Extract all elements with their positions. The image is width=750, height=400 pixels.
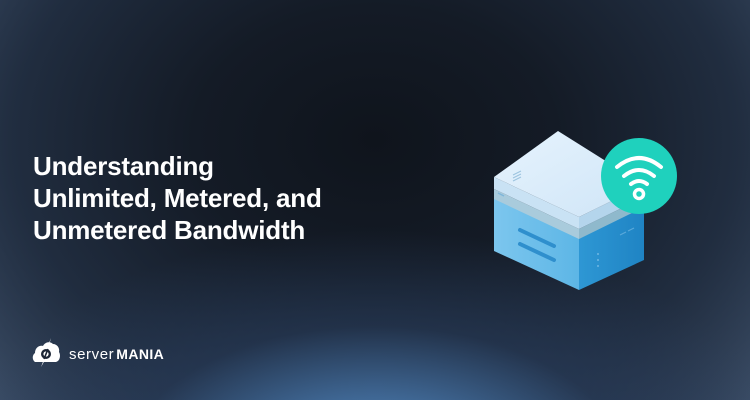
title-line-2: Unlimited, Metered, and [33, 183, 322, 213]
logo-mania-text: MANIA [116, 346, 165, 362]
servermania-logo[interactable]: server MANIA [31, 336, 164, 373]
title-line-1: Understanding [33, 151, 214, 181]
logo-server-text: server [69, 346, 115, 363]
server-wifi-illustration [480, 115, 720, 305]
page-title: Understanding Unlimited, Metered, and Un… [33, 150, 322, 246]
title-line-3: Unmetered Bandwidth [33, 215, 306, 245]
wifi-icon [601, 138, 677, 214]
logo-wordmark: server MANIA [69, 346, 164, 363]
servermania-logo-icon [31, 336, 61, 373]
